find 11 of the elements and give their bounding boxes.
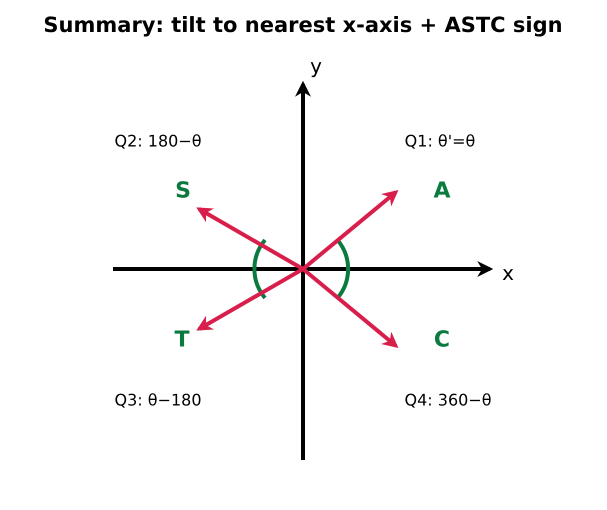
axis-label: y <box>310 54 322 78</box>
quadrant-formula: Q4: 360−θ <box>404 390 492 410</box>
quadrant-formula: Q2: 180−θ <box>114 132 202 150</box>
title: Summary: tilt to nearest x-axis + ASTC sign <box>43 13 563 37</box>
quadrant-formula: Q1: θ'=θ <box>404 132 476 150</box>
axis-label: x <box>502 261 514 285</box>
sign-letter: T <box>174 328 190 352</box>
sign-letter: A <box>433 178 451 204</box>
quadrant-formula: Q3: θ−180 <box>114 390 202 410</box>
sign-letter: S <box>175 178 191 204</box>
sign-letter: C <box>434 328 450 352</box>
